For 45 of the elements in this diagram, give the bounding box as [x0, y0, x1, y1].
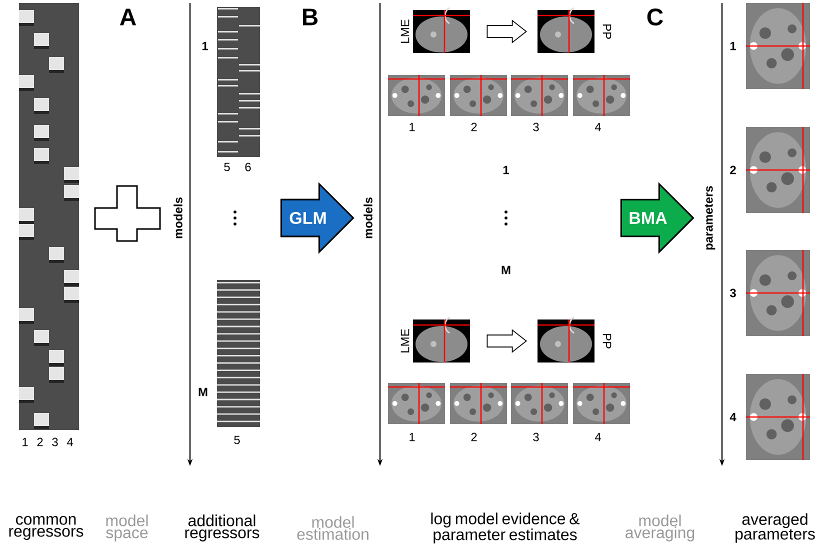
column-number: 3	[52, 438, 58, 446]
panel-letter: B	[302, 8, 318, 26]
brain-image	[538, 7, 594, 53]
side-label: PP	[602, 334, 612, 348]
map-number: 1	[410, 122, 415, 132]
parameter-number: 2	[730, 166, 736, 174]
caption-text: model estimation	[297, 516, 368, 540]
caption-text: averaged parameters	[736, 513, 815, 543]
caption-text: model averaging	[626, 514, 694, 542]
brain-image	[538, 316, 594, 362]
panel-letter: C	[647, 8, 663, 26]
map-number: 4	[594, 122, 601, 132]
axis-label: models	[174, 197, 182, 238]
brain-image	[413, 316, 470, 362]
parameter-number: 4	[730, 412, 736, 422]
caption-text: additional regressors	[185, 514, 260, 542]
caption-text: model space	[106, 514, 148, 542]
model-number: 1	[202, 42, 208, 50]
parameter-number: 3	[730, 288, 736, 298]
panel-letter: A	[120, 8, 136, 26]
map-number: 1	[410, 432, 415, 442]
column-number: 6	[245, 162, 251, 172]
model-number: 1	[503, 166, 509, 174]
side-label: LME	[400, 20, 410, 43]
model-number: M	[198, 388, 208, 396]
block-arrow	[486, 20, 528, 44]
map-number: 2	[471, 432, 477, 442]
brain-image	[413, 7, 470, 53]
side-label: PP	[602, 24, 612, 39]
map-number: 2	[471, 122, 477, 132]
column-number: 1	[22, 438, 28, 446]
column-number: 5	[234, 436, 240, 444]
column-number: 5	[224, 162, 230, 172]
map-number: 3	[533, 122, 539, 132]
axis-label: parameters	[704, 186, 716, 250]
column-number: 4	[66, 438, 73, 446]
caption-text: common regressors	[9, 516, 84, 540]
column-number: 2	[37, 438, 43, 446]
map-number: 3	[533, 432, 539, 442]
caption-text: log model evidence & parameter estimates	[431, 512, 580, 544]
block-arrow	[486, 329, 528, 353]
model-number: M	[502, 266, 510, 274]
parameter-number: 1	[730, 42, 736, 50]
map-number: 4	[594, 432, 601, 442]
side-label: LME	[400, 329, 410, 352]
